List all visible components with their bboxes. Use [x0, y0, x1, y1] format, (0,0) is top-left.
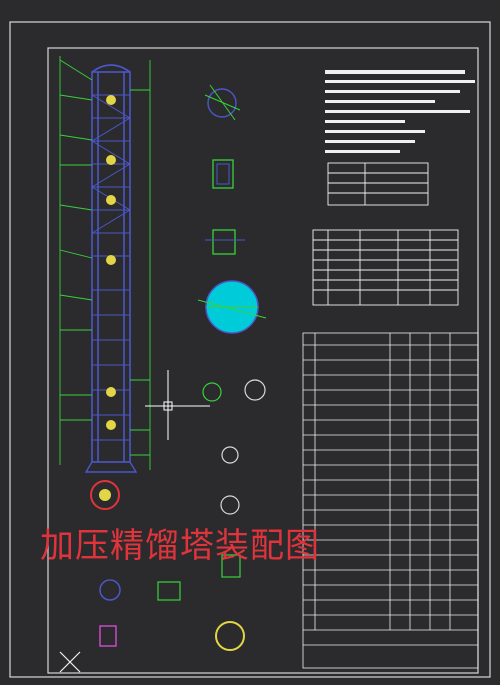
parts-list-table	[302, 332, 479, 669]
column-manholes	[106, 95, 116, 430]
column-trays	[91, 94, 131, 441]
detail-view-1	[204, 84, 241, 121]
detail-view-5	[202, 379, 266, 651]
outer-frame	[9, 21, 491, 678]
column-skirt	[84, 461, 138, 473]
detail-view-head	[197, 280, 267, 334]
nozzle-table	[312, 229, 459, 306]
ucs-cross-icon	[59, 651, 81, 673]
design-data-table	[327, 162, 429, 206]
crosshair-cursor	[145, 370, 210, 440]
annotation-leaders-left	[59, 56, 151, 470]
detail-view-flange	[90, 480, 181, 647]
detail-view-3	[205, 229, 245, 255]
technical-requirements-block	[325, 70, 475, 153]
drawing-title: 加压精馏塔装配图	[40, 526, 320, 566]
detail-view-2	[212, 159, 234, 189]
column-vessel	[91, 64, 131, 463]
